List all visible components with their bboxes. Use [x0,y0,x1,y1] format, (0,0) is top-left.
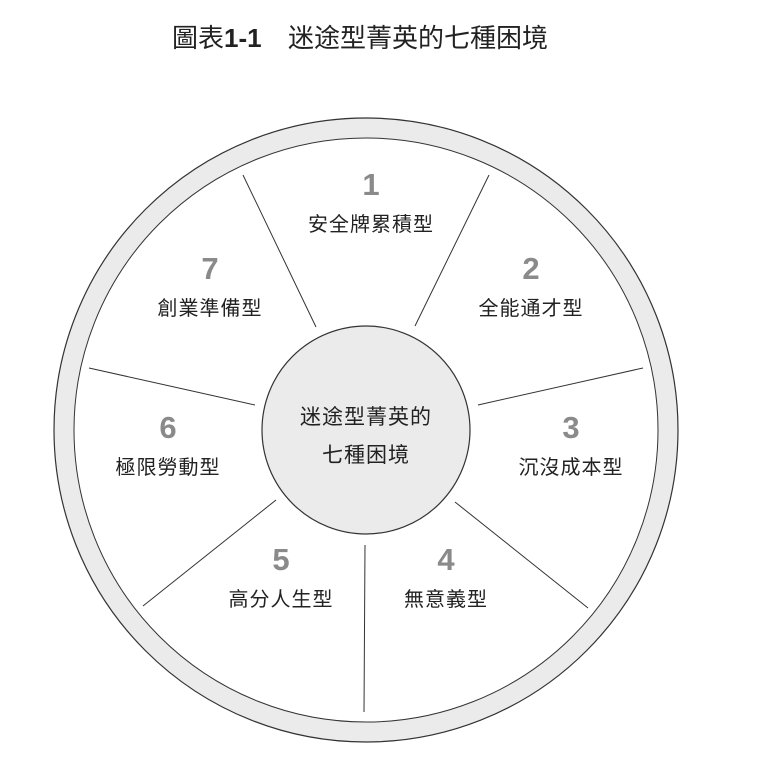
segment-label: 極限勞動型 [115,455,221,479]
segment-number: 4 [437,542,455,577]
divider-7-1 [242,174,317,328]
segment-label: 高分人生型 [228,587,334,611]
figure-title-text: 迷途型菁英的七種困境 [288,24,549,54]
segment-number: 2 [522,251,540,286]
figure-label: 圖表 [172,24,225,54]
divider-6-7 [88,367,256,406]
figure-number: 1-1 [224,23,262,53]
segment-5: 5 高分人生型 [229,543,334,613]
segment-label: 沉沒成本型 [518,455,624,479]
segment-number: 3 [562,410,580,445]
segment-1: 1 安全牌累積型 [308,168,434,238]
segment-number: 6 [159,410,177,445]
segment-label: 無意義型 [404,587,488,611]
segment-2: 2 全能通才型 [479,252,584,322]
outer-ring-outer-edge [53,117,679,743]
center-label-line1: 迷途型菁英的 [300,405,432,429]
segment-number: 5 [272,542,290,577]
divider-1-2 [414,174,490,327]
figure-title-prefix: 圖表1-1 [172,18,262,55]
segment-label: 全能通才型 [478,296,584,320]
divider-3-4 [454,501,589,609]
segment-number: 7 [201,251,219,286]
segment-label: 安全牌累積型 [308,212,434,236]
divider-2-3 [477,367,644,406]
segment-label: 創業準備型 [157,296,263,320]
outer-ring [54,118,678,742]
center-label-line2: 七種困境 [322,443,410,467]
segment-7: 7 創業準備型 [158,252,263,322]
divider-5-6 [142,499,277,607]
outer-ring-inner-edge [73,137,659,723]
segment-dividers [88,174,644,713]
center-label: 迷途型菁英的 七種困境 [300,398,432,474]
divider-4-5 [363,544,366,713]
segment-6: 6 極限勞動型 [116,411,221,481]
segment-4: 4 無意義型 [404,543,488,613]
segment-3: 3 沉沒成本型 [519,411,624,481]
segment-number: 1 [362,167,380,202]
center-circle [261,325,471,535]
